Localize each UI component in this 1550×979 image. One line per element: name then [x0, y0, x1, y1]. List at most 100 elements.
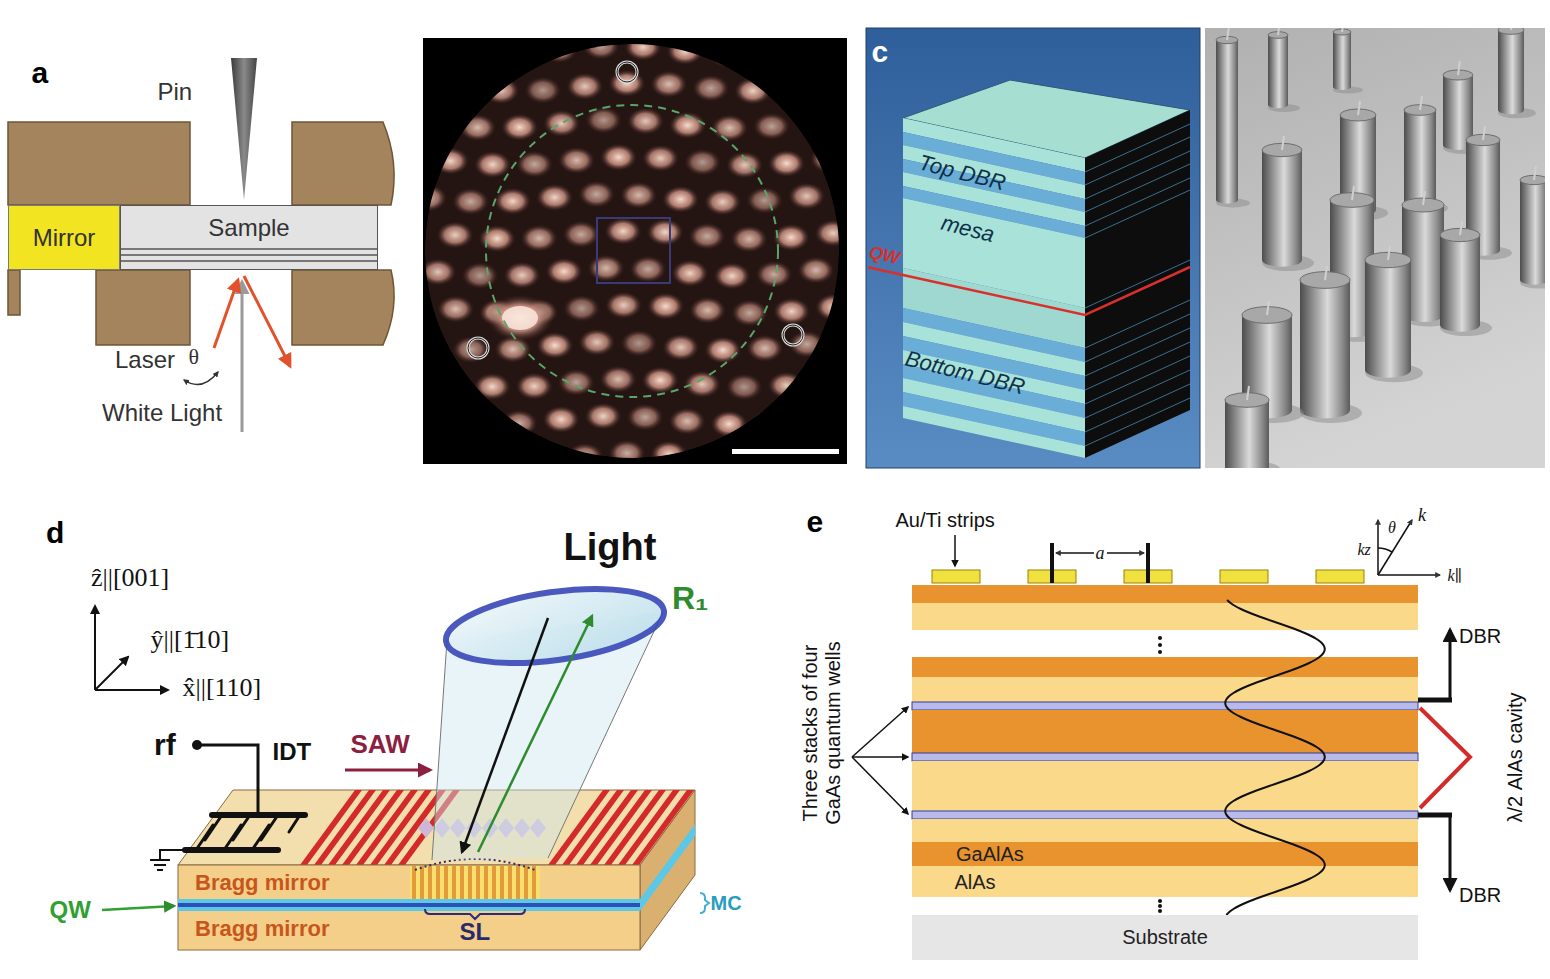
lattice-spot [452, 336, 490, 364]
sample-layers [120, 254, 378, 256]
pillar [1216, 28, 1545, 468]
holder-block [8, 122, 190, 205]
pillar [1520, 166, 1545, 289]
dbr-bracket [1418, 813, 1452, 818]
lattice-spot [608, 439, 646, 467]
lattice-spot [662, 333, 700, 361]
lattice-spot [540, 35, 578, 63]
pillar [1333, 32, 1351, 87]
cavity-stack [852, 520, 1470, 915]
pillar-side [1085, 110, 1190, 458]
substrate-layer: Substrate [912, 915, 1418, 960]
lattice-spot [600, 143, 638, 171]
pillar [1365, 260, 1411, 370]
lattice-spot [725, 373, 763, 401]
wavevector-arrow [1378, 574, 1440, 576]
ellipsis-dot [1158, 909, 1162, 913]
axis-arrow [95, 657, 128, 690]
lattice-spot [620, 329, 658, 357]
layer-edge [1085, 328, 1190, 376]
layer-edge [1085, 260, 1190, 308]
layer-name: Bragg mirror [195, 870, 329, 895]
cavity-layer [640, 824, 695, 911]
dimension: a [1094, 543, 1107, 564]
pillar [1440, 318, 1480, 331]
lattice-spot [578, 180, 616, 208]
superlattice-stripe [460, 866, 464, 899]
lattice-spot [692, 444, 730, 472]
objective-lens [441, 577, 668, 675]
note: Three stacks of four GaAs quantum wells [799, 618, 845, 848]
superlattice-stripe [508, 866, 512, 899]
lattice-spot [482, 77, 520, 105]
micrograph [410, 32, 853, 472]
cavity-layer [178, 899, 640, 903]
pillar [1511, 28, 1513, 30]
pillar [1520, 275, 1545, 284]
saw-arrow [345, 769, 430, 772]
layer-name: AlAs [955, 871, 996, 894]
lattice-spot [752, 408, 790, 436]
idt-electrode [233, 815, 250, 840]
pillar [1352, 186, 1354, 200]
dbr-arrow [1449, 815, 1452, 890]
lattice-spot [459, 114, 497, 142]
mirror-block: Mirror [8, 205, 120, 270]
lattice-spot [668, 407, 706, 435]
idt-electrode [185, 815, 305, 850]
marker-circle [468, 338, 488, 358]
cavity-layer [178, 907, 640, 911]
lattice-spot [474, 151, 512, 179]
superlattice-stripe [412, 866, 416, 899]
layer-edge [1085, 370, 1190, 418]
lattice-spot [624, 33, 662, 61]
node-label: Sample [208, 214, 289, 242]
lattice-spot [566, 72, 604, 100]
sample-layers [120, 249, 378, 261]
lattice-spot [650, 440, 688, 468]
lattice-spot [437, 295, 475, 323]
lattice-spot [410, 32, 853, 472]
lattice-spot [432, 147, 470, 175]
lattice-spot [746, 334, 784, 362]
superlattice-stripe [500, 866, 504, 899]
superlattice-stripe [532, 866, 536, 899]
lattice-spot [566, 442, 604, 470]
superlattice-stripe [412, 866, 536, 899]
lattice-spot [731, 299, 769, 327]
pillar [1404, 110, 1436, 205]
marker-circle [783, 325, 803, 345]
superlattice-stripe [468, 866, 472, 899]
ground-wire [160, 850, 185, 860]
idt-electrode [289, 815, 300, 832]
gold-strip [932, 570, 980, 583]
cavity-stack [912, 842, 1418, 866]
saw-ridge [418, 818, 434, 838]
pointer-arrow [852, 707, 908, 757]
cavity-stack [912, 657, 1418, 677]
lattice-spot [410, 184, 448, 212]
lattice-spot [558, 146, 596, 174]
dbr-bracket [1418, 698, 1452, 703]
field-profile [1225, 600, 1324, 915]
pillar [1365, 362, 1411, 377]
dashed-circle [486, 105, 778, 397]
mode-profile [415, 859, 535, 870]
lattice-spot [726, 151, 764, 179]
lattice-spot [587, 254, 625, 282]
lattice-spot [730, 225, 768, 253]
pillar [1534, 166, 1536, 180]
axis-arrow [95, 689, 168, 691]
part-name: Au/Ti strips [896, 509, 995, 532]
marker-circle [468, 62, 803, 358]
cavity-stack [912, 811, 1418, 819]
layer-edge [1085, 314, 1190, 362]
layer-edge [1085, 124, 1190, 446]
lattice-spot [683, 370, 721, 398]
layer-name: SL [460, 918, 491, 946]
superlattice-stripe [492, 866, 496, 899]
lattice-spot [543, 109, 581, 137]
pillar [1498, 28, 1536, 118]
pillar [1342, 28, 1344, 32]
